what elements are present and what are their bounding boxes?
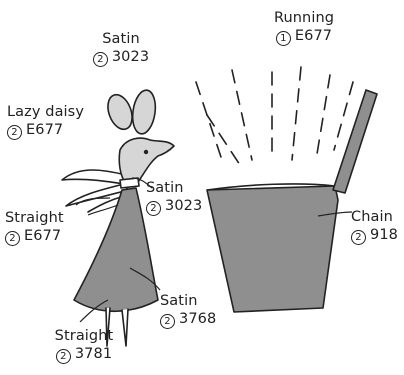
bucket [207,184,338,312]
label-color: 3768 [179,311,216,327]
label-color: 918 [370,227,398,243]
label-satin-collar: Satin 2 3023 [146,179,202,216]
strand-count-badge: 2 [56,349,71,364]
label-color: 3023 [112,49,149,65]
label-stitch: Satin [160,292,216,310]
label-stitch: Running [264,9,344,27]
strand-count-badge: 2 [146,201,161,216]
label-stitch: Straight [44,327,124,345]
strand-count-badge: 1 [276,31,291,46]
bucket-handle [333,90,377,193]
label-color: 3781 [75,346,112,362]
strand-count-badge: 2 [5,231,20,246]
strand-count-badge: 2 [93,52,108,67]
label-stitch: Chain [351,208,398,226]
label-stitch: Lazy daisy [7,103,84,121]
label-color: E677 [26,122,63,138]
label-satin-ears: Satin 2 3023 [86,30,156,67]
label-chain: Chain 2 918 [351,208,398,245]
label-lazy-daisy: Lazy daisy 2 E677 [7,103,84,140]
label-straight-arm: Straight 2 E677 [5,209,64,246]
label-straight-legs: Straight 2 3781 [44,327,124,364]
strand-count-badge: 2 [351,230,366,245]
strand-count-badge: 2 [160,314,175,329]
label-stitch: Satin [86,30,156,48]
running-stitch-lines [196,67,353,165]
label-color: E677 [24,228,61,244]
label-running: Running 1 E677 [264,9,344,46]
label-stitch: Satin [146,179,202,197]
label-color: E677 [295,28,332,44]
strand-count-badge: 2 [7,125,22,140]
label-stitch: Straight [5,209,64,227]
label-satin-dress: Satin 2 3768 [160,292,216,329]
label-color: 3023 [165,198,202,214]
